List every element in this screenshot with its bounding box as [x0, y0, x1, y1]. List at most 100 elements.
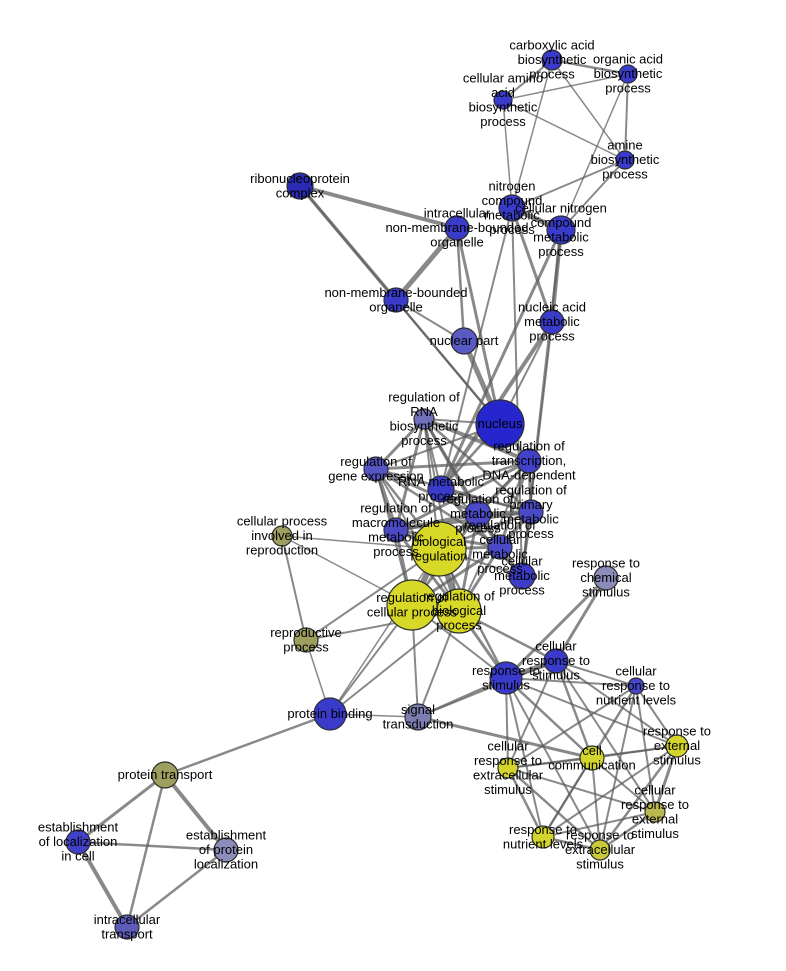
graph-node-reg_rna[interactable] [413, 408, 435, 430]
graph-node-nucleic[interactable] [539, 309, 565, 335]
graph-edge [440, 488, 532, 513]
graph-edge [507, 660, 557, 769]
graph-node-intra_trans[interactable] [114, 914, 140, 940]
graph-edge [281, 535, 307, 641]
graph-node-reg_ge[interactable] [363, 456, 389, 482]
graph-edge [455, 226, 466, 343]
graph-edge [560, 73, 629, 231]
graph-node-cpir[interactable] [271, 525, 293, 547]
graph-node-cell_nitrogen[interactable] [546, 215, 576, 245]
graph-node-reg_bp[interactable] [436, 588, 482, 634]
graph-node-prot_trans[interactable] [151, 761, 179, 789]
graph-node-nitrogen[interactable] [498, 194, 526, 222]
graph-node-resp_ext[interactable] [665, 734, 689, 758]
graph-edge [76, 773, 167, 844]
graph-edge [76, 840, 228, 852]
graph-edge [635, 685, 656, 813]
graph-edge [502, 99, 513, 209]
graph-node-reg_tx[interactable] [516, 448, 542, 474]
graph-node-rna_met[interactable] [427, 475, 455, 503]
graph-node-resp_chem[interactable] [593, 565, 619, 591]
graph-edge [551, 59, 626, 161]
graph-node-resp_stim[interactable] [489, 661, 523, 695]
graph-node-nmb_org[interactable] [383, 287, 409, 313]
graph-node-repro[interactable] [293, 627, 319, 653]
graph-node-resp_extr[interactable] [589, 839, 611, 861]
graph-node-amino[interactable] [493, 90, 513, 110]
graph-edge [635, 685, 678, 747]
graph-node-cell_resp_nutr[interactable] [627, 677, 645, 695]
graph-edge [374, 459, 531, 471]
graph-edge [504, 676, 594, 760]
graph-node-sig_trans[interactable] [404, 703, 432, 731]
graph-edge [125, 773, 167, 929]
graph-node-reg_met[interactable] [464, 500, 492, 528]
graph-edge [76, 840, 129, 929]
graph-node-prot_bind[interactable] [313, 697, 347, 731]
graph-edge [598, 810, 657, 852]
graph-edge [374, 467, 480, 516]
graph-node-rnp[interactable] [286, 172, 314, 200]
graph-edge [542, 745, 678, 838]
graph-node-amine[interactable] [615, 150, 635, 170]
graph-node-cell_resp_extr[interactable] [497, 757, 519, 779]
graph-edge [591, 757, 601, 851]
graph-node-carboxylic[interactable] [541, 49, 563, 71]
graph-edge [125, 848, 228, 929]
graph-node-cell_resp_stim[interactable] [543, 648, 569, 674]
graph-node-nucleus[interactable] [475, 399, 525, 449]
graph-edge [591, 757, 656, 813]
graph-edge [416, 715, 594, 760]
edges-layer [76, 58, 679, 929]
graph-edge [554, 659, 594, 760]
graph-edge [498, 459, 531, 549]
graph-edge [455, 226, 502, 426]
graph-edge [394, 510, 533, 532]
graph-node-cell_resp_ext[interactable] [644, 801, 666, 823]
graph-node-reg_mam[interactable] [383, 517, 409, 543]
graph-edge [298, 184, 459, 230]
node-label: nuclear part [430, 333, 499, 348]
graph-edge [505, 677, 637, 687]
graph-edge [507, 685, 637, 769]
graph-node-reg_cm[interactable] [487, 534, 513, 560]
graph-edge [393, 225, 460, 303]
graph-node-intra_org[interactable] [444, 215, 470, 241]
graph-node-reg_cp[interactable] [386, 579, 438, 631]
graph-node-reg_prim[interactable] [518, 499, 544, 525]
graph-node-nuclear_part[interactable] [450, 327, 478, 355]
graph-node-est_prot_loc[interactable] [213, 837, 239, 863]
graph-edge [163, 712, 332, 777]
graph-node-cell_met[interactable] [508, 562, 536, 590]
graph-edge [560, 159, 626, 231]
graph-edge [502, 99, 626, 161]
graph-node-est_loc[interactable] [65, 829, 91, 855]
graph-edge [422, 417, 531, 463]
graph-node-organic[interactable] [618, 64, 638, 84]
node-label: protein transport [118, 767, 213, 782]
graph-edge [542, 811, 656, 838]
graph-node-resp_nutr[interactable] [531, 825, 555, 849]
graph-node-bio_reg[interactable] [411, 521, 467, 577]
graph-node-cell_comm[interactable] [579, 745, 605, 771]
